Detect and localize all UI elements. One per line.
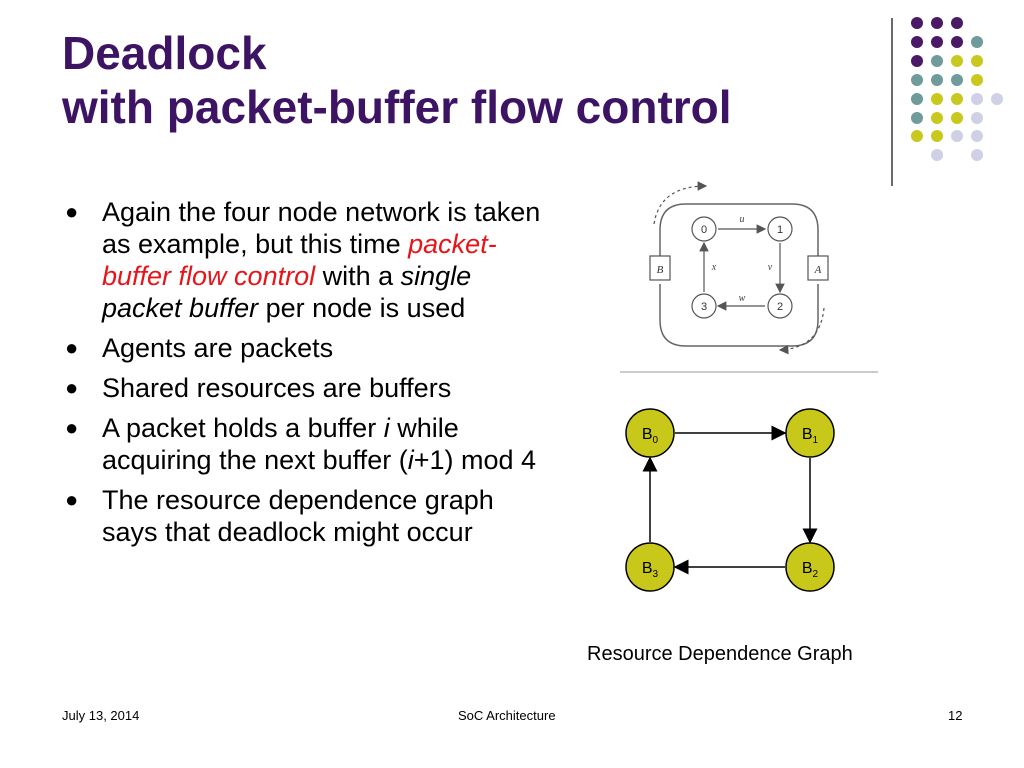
network-node-0: 0 bbox=[691, 216, 717, 242]
bullet-dot-icon: ● bbox=[65, 415, 79, 440]
dashed-arrow-top bbox=[653, 181, 708, 225]
bullet-3-text: Shared resources are buffers bbox=[102, 373, 452, 403]
svg-text:B2: B2 bbox=[802, 560, 819, 580]
dot-row-1 bbox=[911, 17, 963, 29]
rdg-node-b1: B1 bbox=[785, 408, 835, 458]
dashed-arrow-bottom bbox=[778, 307, 825, 355]
resource-dependence-graph: B0 B1 B2 B3 bbox=[625, 408, 835, 592]
svg-text:0: 0 bbox=[701, 224, 707, 236]
bullet-4-tail: +1) mod 4 bbox=[413, 445, 537, 475]
bullet-4-middle: while acquiring the next buffer ( bbox=[102, 413, 459, 475]
rdg-node-b3: B3 bbox=[625, 542, 675, 592]
svg-text:1: 1 bbox=[777, 224, 783, 236]
rdg-caption: Resource Dependence Graph bbox=[587, 643, 853, 665]
bullet-4-var-i-2: i bbox=[407, 445, 414, 475]
bullet-item-5: ● The resource dependence graph says tha… bbox=[62, 484, 552, 548]
outer-loop-bottom bbox=[659, 284, 819, 347]
title-line-1: Deadlock bbox=[62, 27, 267, 79]
dot-row-4 bbox=[911, 74, 983, 86]
bullet-dot-icon: ● bbox=[65, 335, 79, 360]
bullet-item-1: ● Again the four node network is taken a… bbox=[62, 196, 552, 324]
svg-text:B: B bbox=[657, 264, 664, 276]
bullet-dot-icon: ● bbox=[65, 199, 79, 224]
edge-label-x: x bbox=[711, 262, 717, 273]
svg-text:2: 2 bbox=[777, 301, 783, 313]
dot-row-7 bbox=[911, 130, 983, 142]
dot-row-2 bbox=[911, 36, 983, 48]
edge-label-u: u bbox=[740, 214, 745, 225]
four-node-network-figure: 0 1 2 3 u v w x B A bbox=[610, 160, 885, 373]
slide-title: Deadlock with packet-buffer flow control bbox=[62, 26, 732, 134]
bullet-5-text: The resource dependence graph says that … bbox=[102, 485, 494, 547]
svg-text:3: 3 bbox=[701, 301, 707, 313]
svg-text:B3: B3 bbox=[642, 560, 659, 580]
edge-label-w: w bbox=[739, 293, 746, 304]
dot-row-5 bbox=[911, 93, 1003, 105]
footer-title: SoC Architecture bbox=[458, 708, 556, 723]
title-line-2: with packet-buffer flow control bbox=[62, 81, 732, 133]
svg-text:B1: B1 bbox=[802, 426, 819, 446]
dot-row-8 bbox=[931, 149, 983, 161]
rdg-node-b0: B0 bbox=[625, 408, 675, 458]
footer-page-number: 12 bbox=[948, 708, 963, 723]
bullet-4-var-i: i bbox=[383, 413, 390, 443]
bullet-dot-icon: ● bbox=[65, 375, 79, 400]
bullet-item-4: ● A packet holds a buffer i while acquir… bbox=[62, 412, 552, 476]
svg-text:B0: B0 bbox=[642, 426, 659, 446]
decorative-dot-grid bbox=[911, 17, 1003, 161]
bullet-1-connector: with a bbox=[315, 261, 401, 291]
agent-box-a: A bbox=[807, 255, 829, 281]
dot-row-3 bbox=[911, 55, 983, 67]
bullet-list: ● Again the four node network is taken a… bbox=[62, 196, 552, 556]
bullet-1-tail: per node is used bbox=[258, 293, 466, 323]
footer-date: July 13, 2014 bbox=[62, 708, 140, 723]
agent-box-b: B bbox=[649, 255, 671, 281]
bullet-1-text: Again the four node network is taken as … bbox=[102, 197, 541, 259]
bullet-item-2: ● Agents are packets bbox=[62, 332, 552, 364]
svg-text:A: A bbox=[814, 264, 822, 276]
network-node-2: 2 bbox=[767, 293, 793, 319]
bullet-4-text: A packet holds a buffer bbox=[102, 413, 384, 443]
outer-loop bbox=[659, 203, 819, 264]
edge-label-v: v bbox=[768, 262, 773, 273]
network-node-1: 1 bbox=[767, 216, 793, 242]
vertical-divider bbox=[891, 18, 893, 186]
bullet-1-emphasis: packet-buffer flow control bbox=[102, 229, 497, 291]
network-node-3: 3 bbox=[691, 293, 717, 319]
rdg-node-b2: B2 bbox=[785, 542, 835, 592]
bullet-item-3: ● Shared resources are buffers bbox=[62, 372, 552, 404]
bullet-2-text: Agents are packets bbox=[102, 333, 334, 363]
bullet-1-italic: single packet buffer bbox=[102, 261, 472, 323]
dot-row-6 bbox=[911, 112, 983, 124]
bullet-dot-icon: ● bbox=[65, 487, 79, 512]
